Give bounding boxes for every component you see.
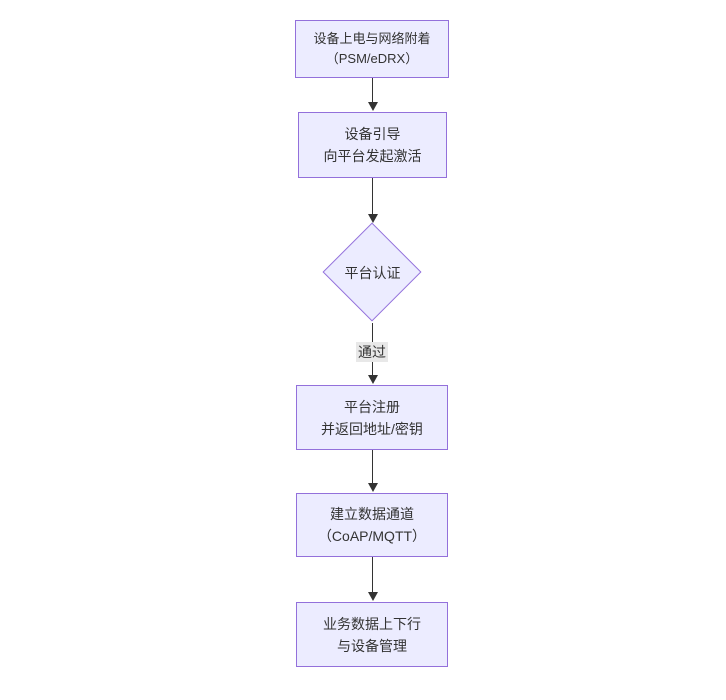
- edge-register-to-channel: [372, 450, 373, 485]
- node-channel: 建立数据通道 （CoAP/MQTT）: [296, 493, 448, 557]
- arrowhead-icon: [367, 102, 378, 111]
- arrowhead-icon: [367, 592, 378, 601]
- node-register: 平台注册 并返回地址/密钥: [296, 385, 448, 450]
- node-power-attach: 设备上电与网络附着 （PSM/eDRX）: [295, 20, 449, 78]
- node-bootstrap-line2: 向平台发起激活: [323, 148, 422, 164]
- arrowhead-icon: [367, 483, 378, 492]
- node-register-line1: 平台注册: [344, 398, 400, 415]
- node-auth-decision: 平台认证: [322, 222, 423, 323]
- node-bootstrap: 设备引导 向平台发起激活: [298, 112, 447, 178]
- node-business: 业务数据上下行 与设备管理: [296, 602, 448, 667]
- edge-power-to-bootstrap: [372, 78, 373, 104]
- node-business-line2: 与设备管理: [337, 637, 407, 654]
- node-channel-line2: （CoAP/MQTT）: [317, 528, 427, 544]
- node-power-attach-line1: 设备上电与网络附着: [313, 31, 431, 46]
- arrowhead-icon: [367, 214, 378, 223]
- node-bootstrap-line1: 设备引导: [344, 126, 401, 142]
- node-register-line2: 并返回地址/密钥: [321, 420, 423, 437]
- edge-label-pass: 通过: [356, 342, 388, 362]
- edge-channel-to-business: [372, 557, 373, 594]
- node-power-attach-line2: （PSM/eDRX）: [325, 51, 419, 66]
- node-channel-line1: 建立数据通道: [330, 506, 414, 522]
- arrowhead-icon: [367, 375, 378, 384]
- node-business-line1: 业务数据上下行: [323, 615, 421, 632]
- edge-bootstrap-to-auth: [372, 178, 373, 216]
- node-auth-label: 平台认证: [344, 264, 401, 281]
